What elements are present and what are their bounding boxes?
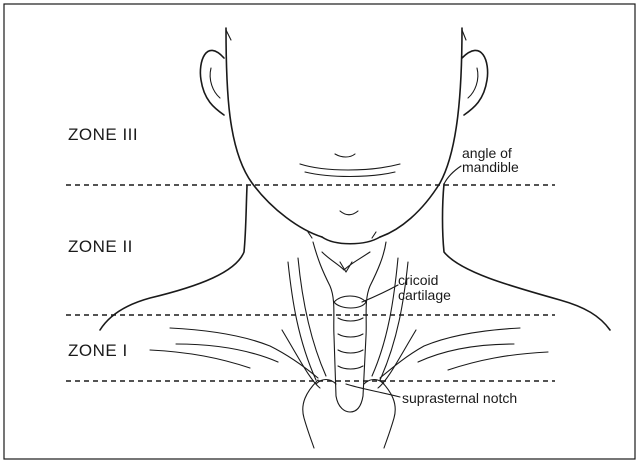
cricoid-label-line2: cartilage [398,287,451,303]
zone-2-label: ZONE II [68,237,133,256]
right-ear [462,30,488,115]
chin-crease [340,211,358,215]
zone-1-label: ZONE I [68,341,128,360]
larynx-trachea [313,242,386,412]
cricoid-label-line1: cricoid [398,272,438,288]
angle-of-mandible-label-line2: mandible [462,159,519,175]
head-outline [226,28,462,244]
suprasternal-notch-pointer [346,384,400,397]
suprasternal-notch-label: suprasternal notch [402,390,517,406]
figure-border [4,4,635,459]
mouth [300,154,400,177]
jaw-tick-right [372,232,376,238]
zone-3-label: ZONE III [68,125,138,144]
sternum [303,380,395,449]
